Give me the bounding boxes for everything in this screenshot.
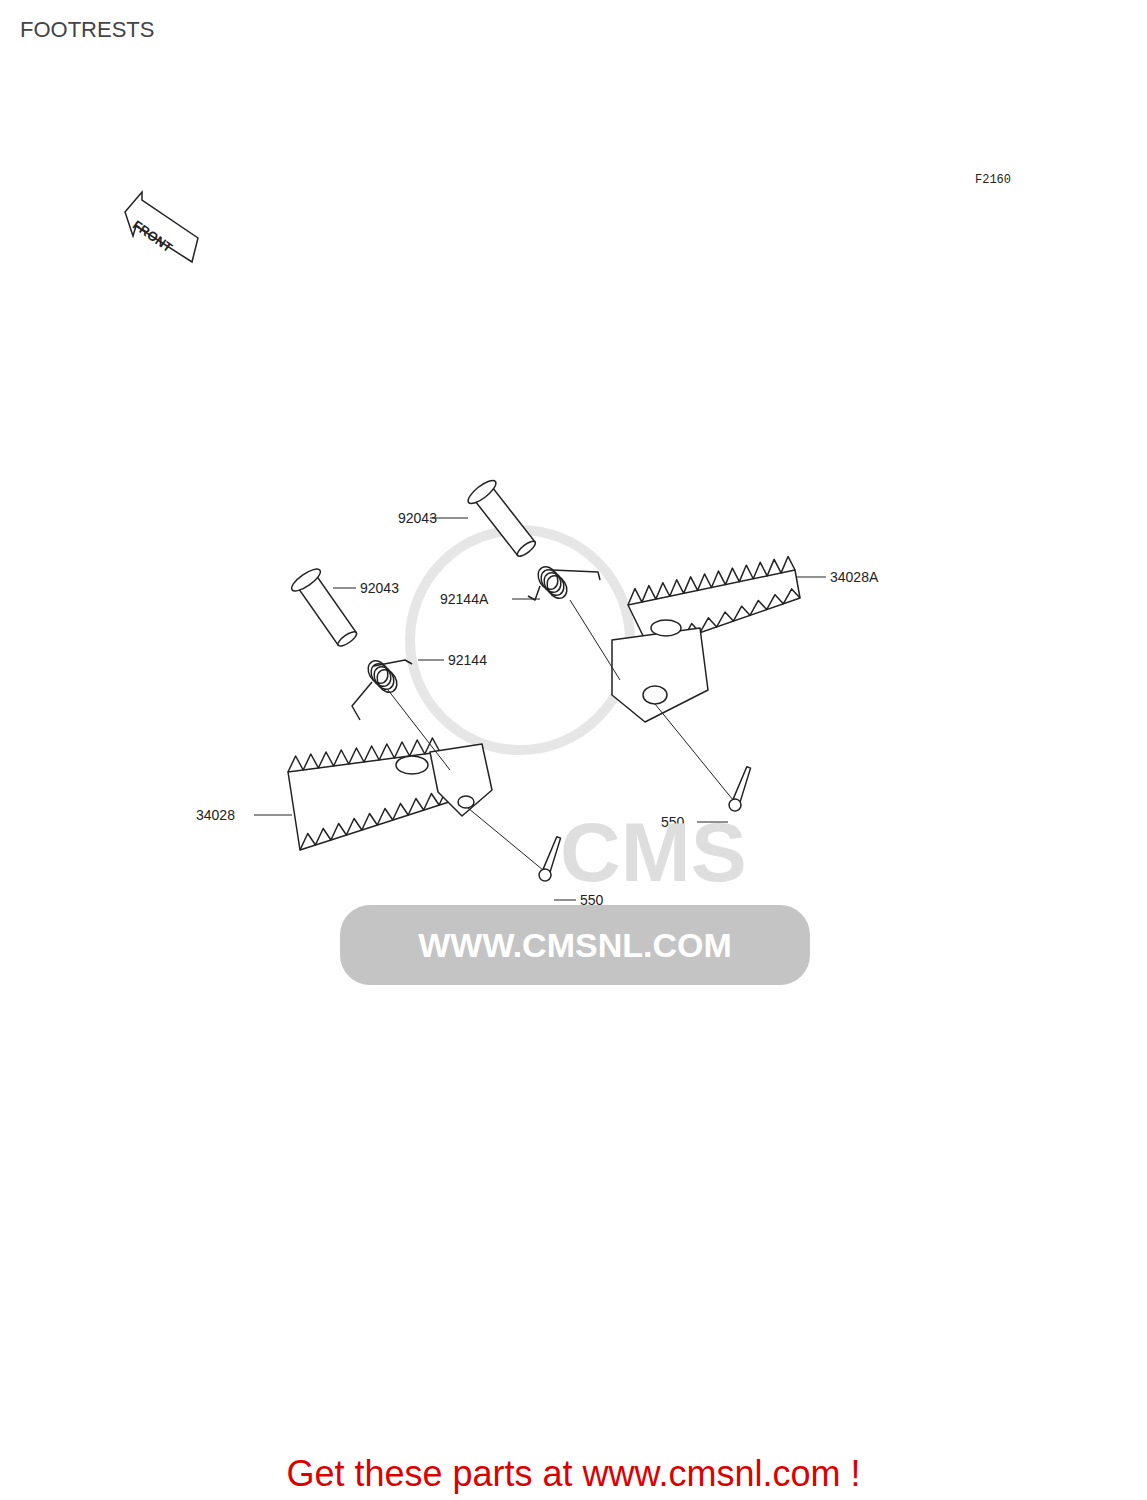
callout-number: 92144 <box>448 653 487 667</box>
leader-line <box>468 808 543 870</box>
leader-line <box>554 900 576 901</box>
page-title: FOOTRESTS <box>20 19 154 41</box>
leader-line <box>796 577 826 578</box>
callout-number: 92144A <box>440 592 488 606</box>
callout-number: 92043 <box>360 581 399 595</box>
spring <box>528 563 600 602</box>
footpeg <box>288 738 492 850</box>
leader-line <box>418 660 444 661</box>
callout-number: 34028A <box>830 570 878 584</box>
footer-note: Get these parts at www.cmsnl.com ! <box>286 1456 860 1492</box>
footpeg <box>612 556 800 722</box>
leader-line <box>254 815 292 816</box>
spring <box>352 657 412 720</box>
pin <box>465 477 542 563</box>
leader-line <box>570 600 620 680</box>
cotter-pin <box>727 765 754 812</box>
watermark: WWW.CMSNL.COM <box>418 928 732 962</box>
front-arrow <box>125 192 198 262</box>
watermark: CMS <box>560 810 747 894</box>
callout-number: 92043 <box>398 511 437 525</box>
leader-line <box>512 599 540 600</box>
pin <box>289 565 364 652</box>
leader-line <box>655 704 733 800</box>
watermark <box>340 530 810 985</box>
leader-line <box>333 588 356 589</box>
callout-number: 550 <box>580 893 603 907</box>
leader-line <box>388 690 450 770</box>
callout-number: 34028 <box>196 808 235 822</box>
sheet-code: F2160 <box>975 174 1011 186</box>
